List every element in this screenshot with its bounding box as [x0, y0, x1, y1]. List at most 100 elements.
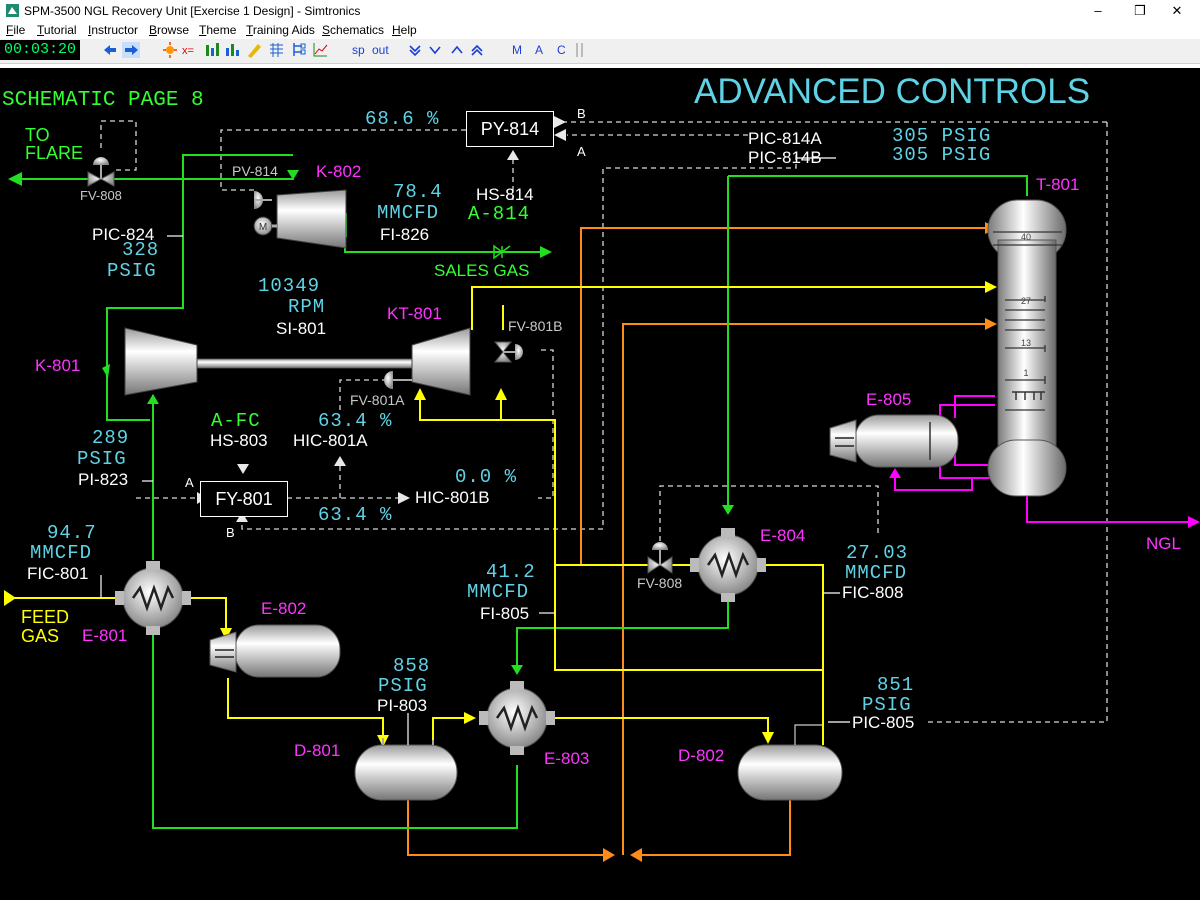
mode-auto-button[interactable]: A [535, 43, 544, 57]
fy801-block[interactable]: FY-801 [200, 481, 288, 517]
mode-manual-button[interactable]: M [512, 43, 522, 57]
menu-tutorial[interactable]: Tutorial [37, 23, 77, 37]
pi823-tag[interactable]: PI-823 [78, 470, 129, 489]
maximize-button[interactable]: ❒ [1134, 3, 1146, 18]
trend-icon[interactable]: x= [182, 40, 198, 60]
hs803-tag[interactable]: HS-803 [210, 431, 268, 450]
gas-lines [20, 154, 1028, 829]
pv814-valve-icon [254, 191, 272, 209]
menu-file[interactable]: File [6, 23, 26, 37]
check-valve-icon [493, 244, 511, 260]
menu-theme[interactable]: Theme [199, 23, 237, 37]
t801-tag: T-801 [1036, 175, 1080, 194]
bargraph-icon[interactable] [204, 40, 220, 60]
py814-input-a: A [577, 144, 586, 159]
menu-help[interactable]: Help [392, 23, 417, 37]
alarm-icon[interactable] [162, 40, 178, 60]
page-label: SCHEMATIC PAGE 8 [2, 89, 204, 112]
svg-text:x=: x= [182, 45, 194, 57]
ramp-buttons[interactable] [408, 40, 488, 60]
pi803-unit: PSIG [378, 675, 428, 697]
pv814-tag[interactable]: PV-814 [232, 163, 278, 179]
pi823-value: 289 [92, 427, 130, 449]
e804-tag: E-804 [760, 526, 806, 545]
si801-tag[interactable]: SI-801 [276, 319, 327, 338]
app-icon [6, 4, 19, 17]
pic824-value: 328 [122, 239, 160, 261]
menu-instructor[interactable]: Instructor [88, 23, 139, 37]
tag-connectors [100, 157, 850, 745]
fic801-value: 94.7 [47, 522, 97, 544]
fv808-top-tag[interactable]: FV-808 [80, 188, 122, 203]
hic801b-value: 0.0 % [455, 466, 518, 488]
pic824-tag[interactable]: PIC-824 [92, 225, 155, 244]
process-diagram: M [4, 116, 1200, 862]
pic814a-tag[interactable]: PIC-814A [748, 129, 822, 148]
hs803-mode: A-FC [211, 410, 261, 432]
fi805-tag[interactable]: FI-805 [480, 604, 530, 623]
forward-arrow-icon[interactable] [122, 40, 140, 60]
pic805-value: 851 [877, 674, 915, 696]
back-arrow-icon[interactable] [102, 40, 118, 60]
sim-clock: 00:03:20 [0, 40, 80, 60]
d802-tag: D-802 [678, 746, 725, 765]
hs814-tag[interactable]: HS-814 [476, 185, 534, 204]
e803-tag: E-803 [544, 749, 590, 768]
svg-text:M: M [259, 222, 267, 233]
menu-schematics[interactable]: Schematics [322, 23, 385, 37]
si801-value: 10349 [258, 275, 321, 297]
fy801-input-b: B [226, 525, 235, 540]
title-bar: SPM-3500 NGL Recovery Unit [Exercise 1 D… [0, 0, 1200, 22]
e801-tag: E-801 [82, 626, 128, 645]
chart-icon[interactable] [312, 40, 328, 60]
signal-arrows [197, 116, 566, 522]
py814-output: 68.6 % [365, 108, 440, 130]
e802-tag: E-802 [261, 599, 307, 618]
menu-training-aids[interactable]: Training Aids [246, 23, 315, 37]
pi803-tag[interactable]: PI-803 [377, 696, 428, 715]
kt801-expander-icon [411, 327, 471, 396]
fi805-unit: MMCFD [467, 581, 530, 603]
feed-lines [10, 286, 985, 745]
out-button[interactable]: out [372, 43, 389, 57]
shaft [196, 358, 418, 369]
mode-cascade-button[interactable]: C [557, 43, 566, 57]
pic814b-value: 305 PSIG [892, 144, 992, 166]
tray-1-label: 1 [1023, 368, 1028, 378]
py814-block[interactable]: PY-814 [466, 111, 554, 147]
hic801a-value: 63.4 % [318, 410, 393, 432]
grid-icon[interactable] [268, 40, 284, 60]
level-icon[interactable] [224, 40, 240, 60]
fi826-tag[interactable]: FI-826 [380, 225, 430, 244]
fv801b-valve-icon [493, 341, 523, 363]
fy801-output: 63.4 % [318, 504, 393, 526]
tray-27-label: 27 [1021, 296, 1031, 306]
pen-icon[interactable] [246, 40, 262, 60]
close-button[interactable]: ✕ [1171, 3, 1183, 18]
e804-exchanger-icon [690, 528, 766, 602]
hs814-mode: A-814 [468, 203, 531, 225]
fv801b-tag[interactable]: FV-801B [508, 318, 563, 334]
ngl-arrows [889, 468, 1200, 528]
k801-tag: K-801 [35, 356, 81, 375]
menu-browse[interactable]: Browse [149, 23, 190, 37]
pi803-value: 858 [393, 655, 431, 677]
pic814b-tag[interactable]: PIC-814B [748, 148, 822, 167]
menu-bar: File Tutorial Instructor Browse Theme Tr… [0, 22, 1200, 39]
fic801-tag[interactable]: FIC-801 [27, 564, 89, 583]
sales-gas-label: SALES GAS [434, 261, 530, 280]
tree-icon[interactable] [290, 40, 306, 60]
pic805-tag[interactable]: PIC-805 [852, 713, 915, 732]
fic808-tag[interactable]: FIC-808 [842, 583, 904, 602]
e805-reboiler-icon [829, 414, 959, 468]
hic801a-tag[interactable]: HIC-801A [293, 431, 368, 450]
tray-40-label: 40 [1021, 232, 1031, 242]
feed-arrows [4, 281, 997, 747]
sp-button[interactable]: sp [352, 43, 365, 57]
minimize-button[interactable]: – [1094, 3, 1102, 18]
hic801b-tag[interactable]: HIC-801B [415, 488, 490, 507]
fic808-value: 27.03 [846, 542, 909, 564]
page-title: ADVANCED CONTROLS [694, 72, 1091, 111]
fv808-mid-tag[interactable]: FV-808 [637, 575, 683, 591]
fv801a-tag[interactable]: FV-801A [350, 392, 405, 408]
